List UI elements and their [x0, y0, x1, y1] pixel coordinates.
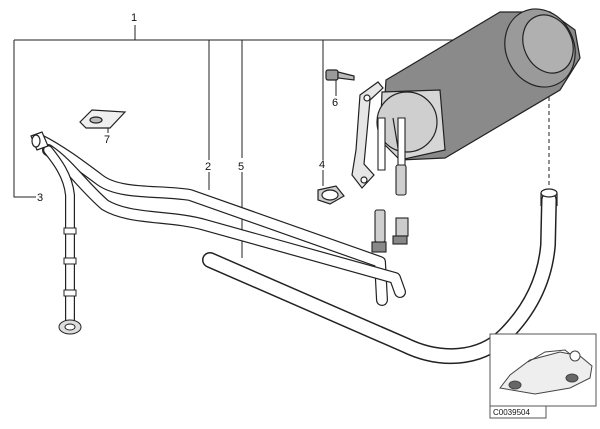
diagram-reference-code: C0039504	[493, 408, 530, 417]
mounting-bracket	[351, 81, 384, 189]
callout-1: 1	[131, 12, 137, 24]
callout-4: 4	[319, 159, 325, 171]
location-inset: C0039504	[489, 333, 597, 419]
car-thumbnail-icon	[499, 349, 593, 395]
canister-connectors	[371, 117, 409, 253]
fuel-line-pipes	[34, 134, 406, 325]
bolt-part	[325, 69, 355, 81]
carbon-canister	[376, 8, 581, 161]
callout-2: 2	[205, 161, 211, 173]
callout-6: 6	[332, 97, 338, 109]
callout-leaders	[13, 25, 550, 258]
callout-labels: 1 2 3 4 5 6 7	[37, 12, 338, 204]
callout-5: 5	[238, 161, 244, 173]
callout-7: 7	[104, 134, 110, 146]
callout-3: 3	[37, 192, 43, 204]
hose-clamp	[317, 185, 345, 205]
pipe-end-fitting	[30, 131, 49, 151]
vent-hose-end	[540, 188, 558, 206]
small-bracket	[79, 109, 127, 129]
line-fittings	[58, 227, 82, 335]
